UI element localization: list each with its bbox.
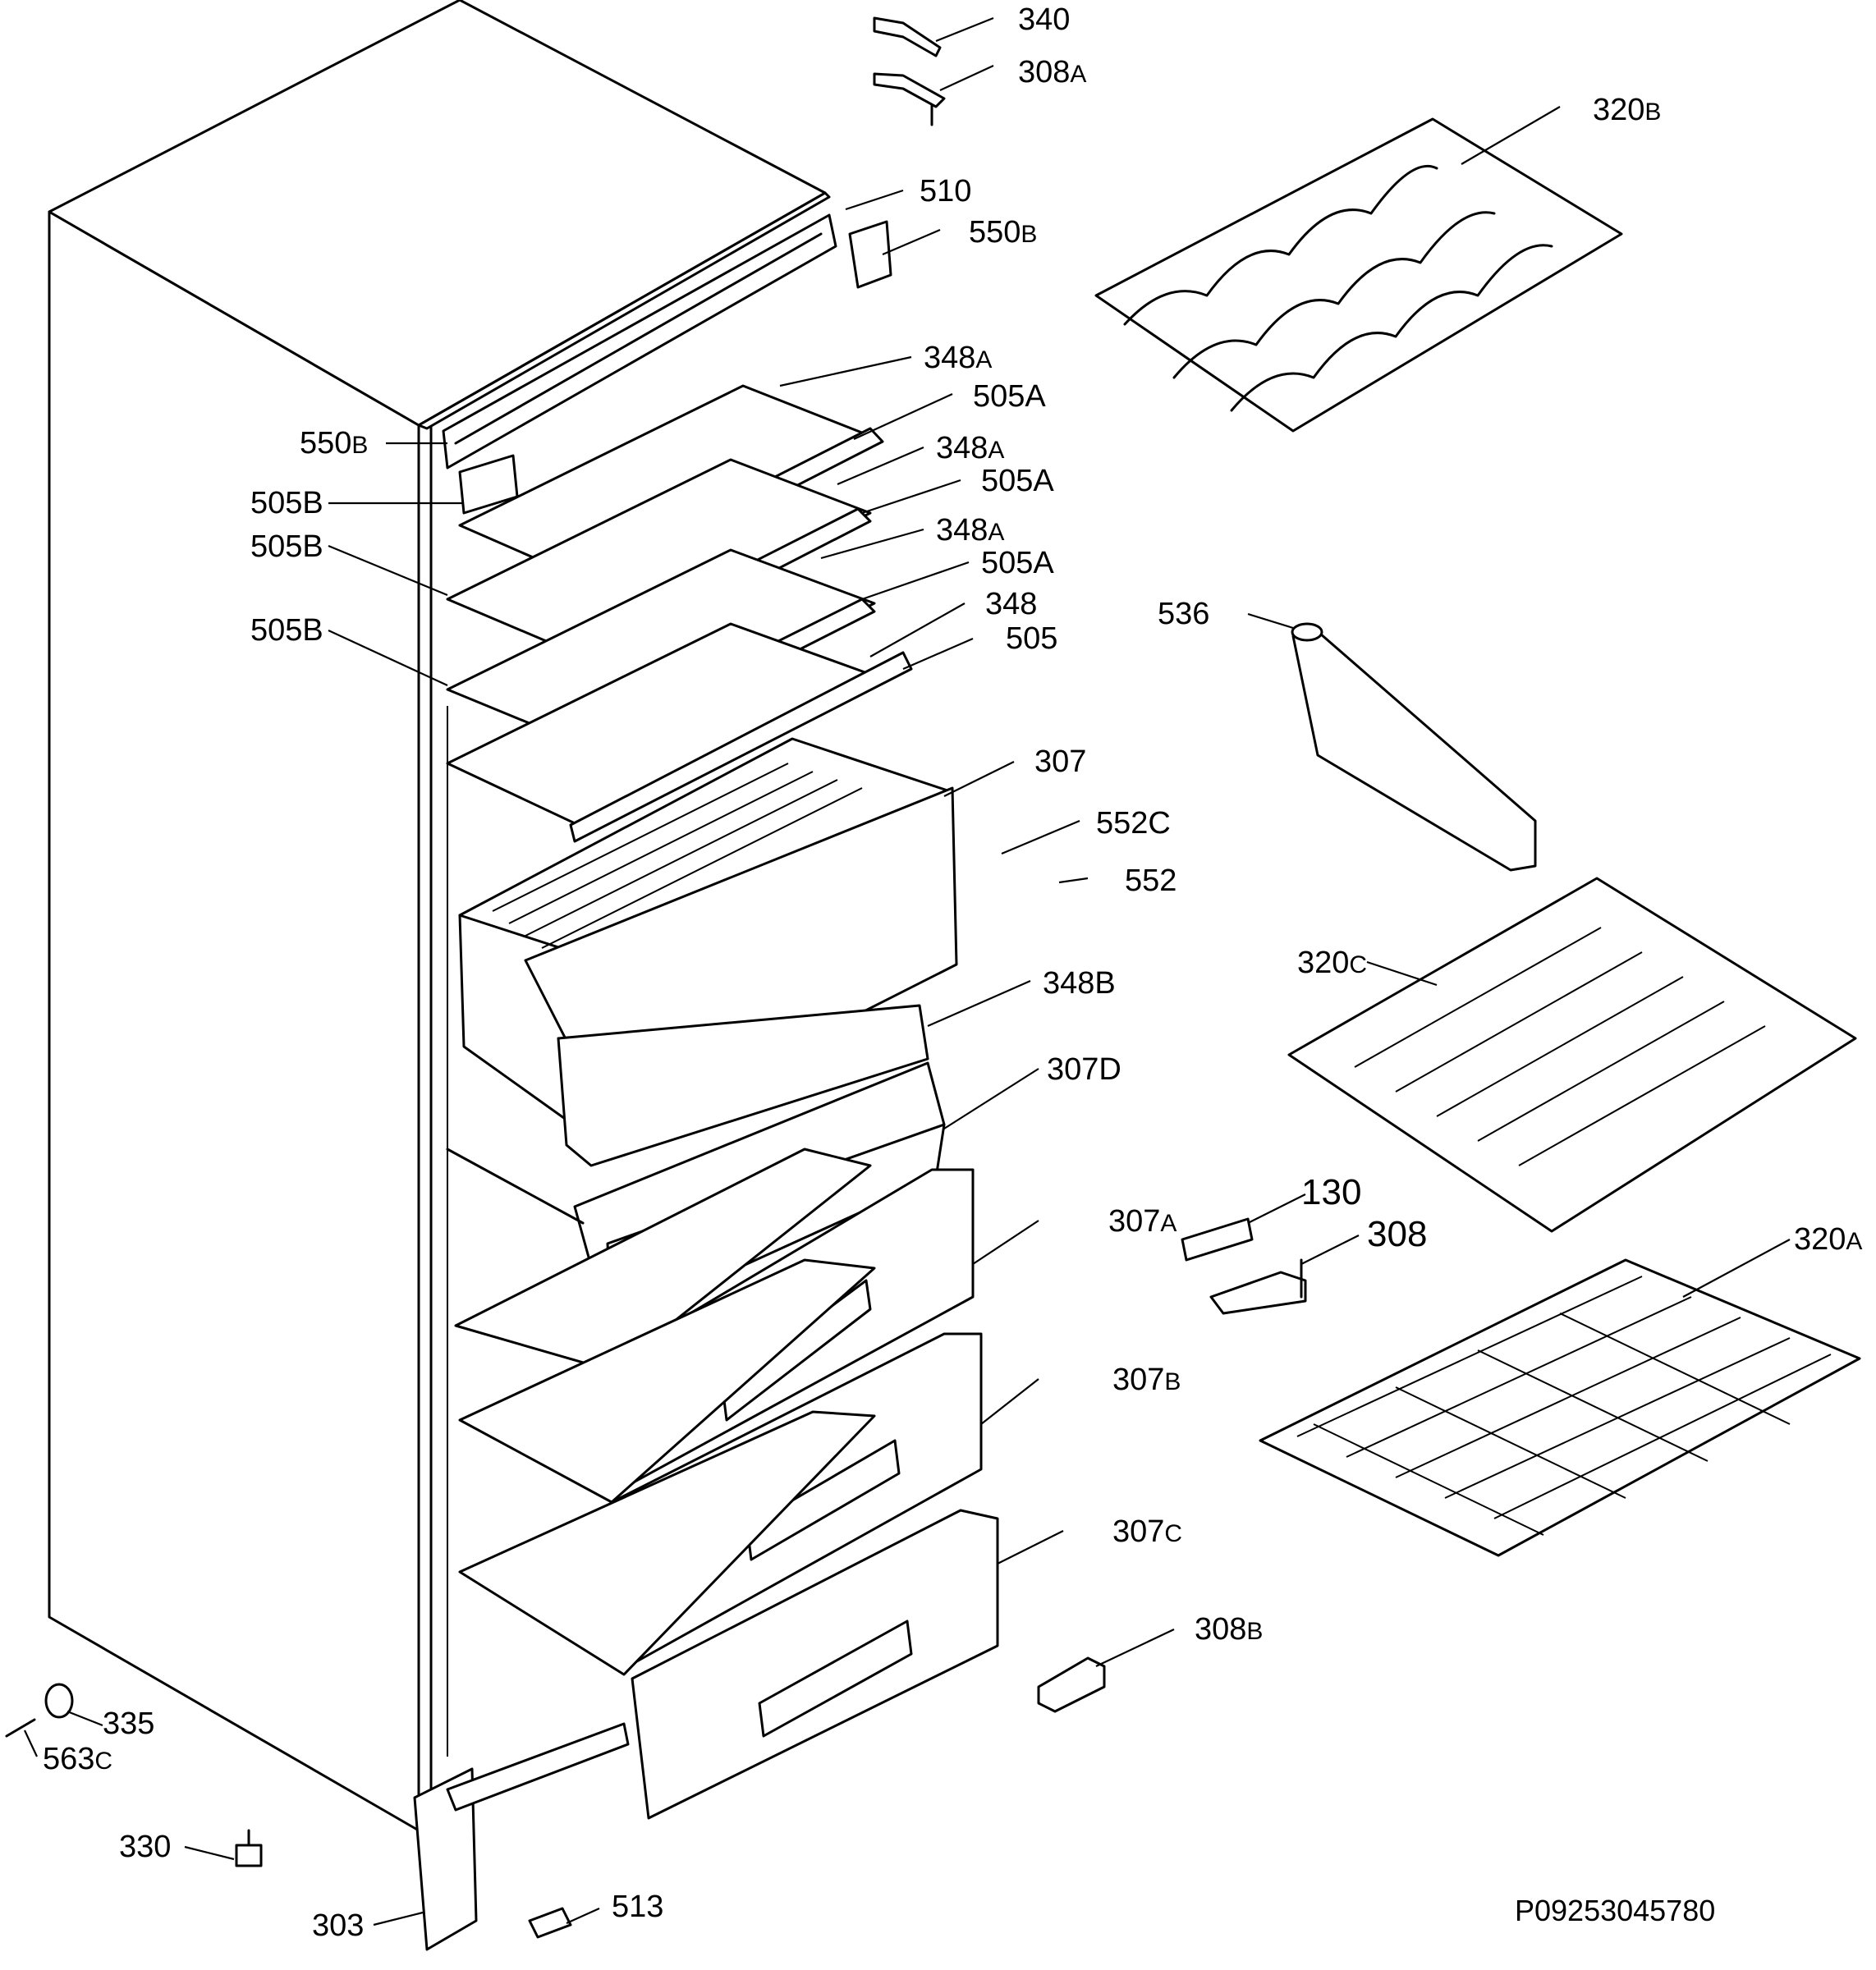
label-320C: 320C bbox=[1297, 946, 1367, 980]
glass-shelves bbox=[446, 384, 913, 843]
label-505B-3: 505B bbox=[250, 613, 323, 648]
spacer-335 bbox=[44, 1683, 74, 1719]
label-307B: 307B bbox=[1112, 1363, 1181, 1397]
hinge-308 bbox=[1209, 1258, 1307, 1315]
label-348A-1: 348A bbox=[924, 341, 992, 375]
label-307A: 307A bbox=[1108, 1204, 1177, 1239]
label-320A: 320A bbox=[1794, 1222, 1862, 1257]
top-trim-bar bbox=[442, 213, 837, 470]
bottle-rack-320B bbox=[1094, 117, 1623, 433]
label-307: 307 bbox=[1034, 744, 1086, 779]
cabinet-body bbox=[48, 0, 831, 1832]
label-550B-left: 550B bbox=[300, 426, 368, 460]
clip-130 bbox=[1181, 1217, 1254, 1262]
pin-563C bbox=[5, 1718, 36, 1738]
label-505B-1: 505B bbox=[250, 486, 323, 520]
top-cap-340 bbox=[873, 16, 942, 57]
part-labels: 340 308A 320B 510 550B 348A 505A 550B 34… bbox=[43, 2, 1862, 1943]
label-340: 340 bbox=[1018, 2, 1070, 37]
label-335: 335 bbox=[103, 1707, 154, 1741]
label-550B-top: 550B bbox=[969, 215, 1037, 250]
shelf-320C bbox=[1287, 877, 1857, 1233]
label-307D: 307D bbox=[1047, 1052, 1121, 1087]
label-303: 303 bbox=[312, 1908, 364, 1943]
label-536: 536 bbox=[1158, 597, 1209, 631]
label-552C: 552C bbox=[1096, 806, 1171, 841]
label-505A-3: 505A bbox=[981, 546, 1054, 580]
plinth-303 bbox=[413, 1722, 630, 1951]
label-552: 552 bbox=[1125, 864, 1177, 898]
label-505A-1: 505A bbox=[973, 379, 1046, 414]
hinge-cover-top bbox=[848, 220, 892, 289]
hinge-308B bbox=[1037, 1656, 1106, 1713]
label-307C: 307C bbox=[1112, 1514, 1182, 1549]
foot-330 bbox=[235, 1829, 263, 1867]
label-308A: 308A bbox=[1018, 55, 1086, 89]
label-510: 510 bbox=[920, 174, 971, 208]
label-505: 505 bbox=[1006, 621, 1057, 656]
label-320B: 320B bbox=[1593, 93, 1661, 127]
label-505A-2: 505A bbox=[981, 464, 1054, 498]
label-513: 513 bbox=[612, 1890, 663, 1924]
label-308B: 308B bbox=[1195, 1612, 1263, 1647]
drawing-code: P09253045780 bbox=[1515, 1894, 1715, 1927]
label-505B-2: 505B bbox=[250, 529, 323, 564]
crisper-drawer-307 bbox=[458, 737, 958, 1167]
leader-lines bbox=[24, 16, 1791, 1926]
divider-536 bbox=[1291, 622, 1537, 872]
wire-shelf-320A bbox=[1259, 1258, 1861, 1557]
label-348: 348 bbox=[985, 587, 1037, 621]
label-308: 308 bbox=[1367, 1214, 1427, 1254]
label-348B: 348B bbox=[1043, 966, 1116, 1001]
label-563C: 563C bbox=[43, 1742, 112, 1776]
clip-513 bbox=[528, 1907, 572, 1939]
label-130: 130 bbox=[1301, 1172, 1361, 1212]
top-hinge-308A bbox=[873, 72, 946, 108]
label-330: 330 bbox=[119, 1830, 171, 1864]
label-348A-3: 348A bbox=[936, 513, 1004, 547]
drawer-307C bbox=[458, 1410, 999, 1820]
label-348A-2: 348A bbox=[936, 431, 1004, 465]
